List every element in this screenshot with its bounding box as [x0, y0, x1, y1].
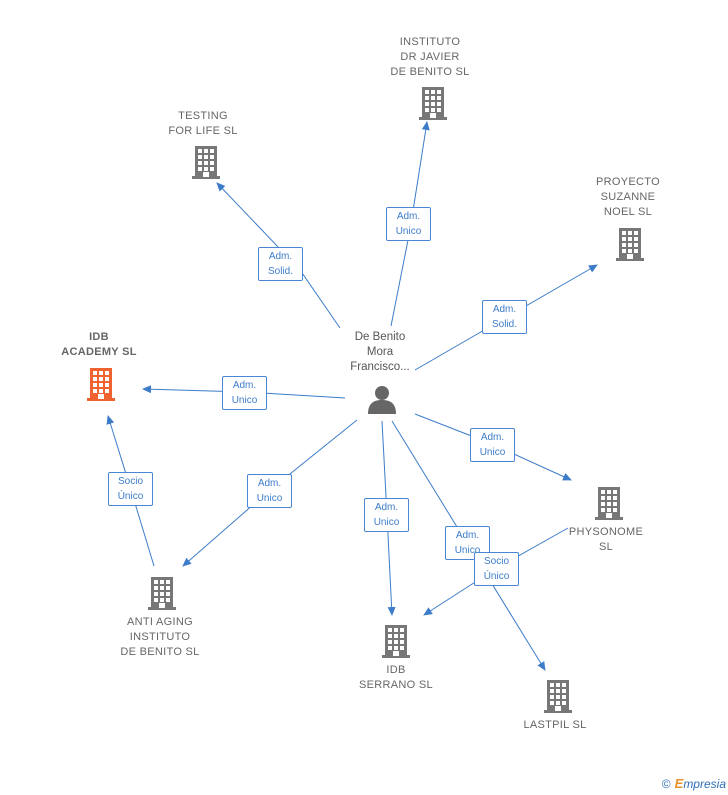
brand-initial: E: [674, 776, 684, 791]
person-icon[interactable]: [366, 384, 398, 416]
edge-label-instituto[interactable]: Adm. Unico: [386, 207, 431, 241]
building-icon-physonome[interactable]: [594, 486, 624, 525]
edge-label-physonome[interactable]: Adm. Unico: [470, 428, 515, 462]
edge-label-phys-serrano[interactable]: Socio Único: [474, 552, 519, 586]
edge-label-anti-idb[interactable]: Socio Único: [108, 472, 153, 506]
edge-label-proyecto[interactable]: Adm. Solid.: [482, 300, 527, 334]
copyright-symbol: ©: [661, 777, 671, 791]
company-label-idbserrano[interactable]: IDB SERRANO SL: [359, 664, 433, 691]
brand-name: mpresia: [683, 777, 726, 791]
building-icon-antiaging[interactable]: [147, 576, 177, 615]
building-icon-instituto[interactable]: [418, 86, 448, 125]
edge-label-antiaging[interactable]: Adm. Unico: [247, 474, 292, 508]
company-label-instituto[interactable]: INSTITUTO DR JAVIER DE BENITO SL: [390, 36, 470, 78]
company-label-physonome[interactable]: PHYSONOME SL: [568, 526, 644, 553]
company-label-proyecto[interactable]: PROYECTO SUZANNE NOEL SL: [596, 176, 660, 218]
building-icon-idbacademy[interactable]: [86, 367, 116, 406]
edge-label-idbacademy[interactable]: Adm. Unico: [222, 376, 267, 410]
company-label-testing[interactable]: TESTING FOR LIFE SL: [168, 110, 238, 137]
building-icon-idbserrano[interactable]: [381, 624, 411, 663]
company-label-antiaging[interactable]: ANTI AGING INSTITUTO DE BENITO SL: [120, 616, 200, 658]
person-label[interactable]: De Benito Mora Francisco...: [350, 331, 410, 373]
edge-label-idbserrano[interactable]: Adm. Unico: [364, 498, 409, 532]
edge-label-testing[interactable]: Adm. Solid.: [258, 247, 303, 281]
company-label-lastpil[interactable]: LASTPIL SL: [523, 719, 587, 731]
building-icon-testing[interactable]: [191, 145, 221, 184]
company-label-idbacademy[interactable]: IDB ACADEMY SL: [61, 331, 137, 358]
footer-brand: ©Empresia: [662, 776, 726, 791]
building-icon-proyecto[interactable]: [615, 227, 645, 266]
building-icon-lastpil[interactable]: [543, 679, 573, 718]
